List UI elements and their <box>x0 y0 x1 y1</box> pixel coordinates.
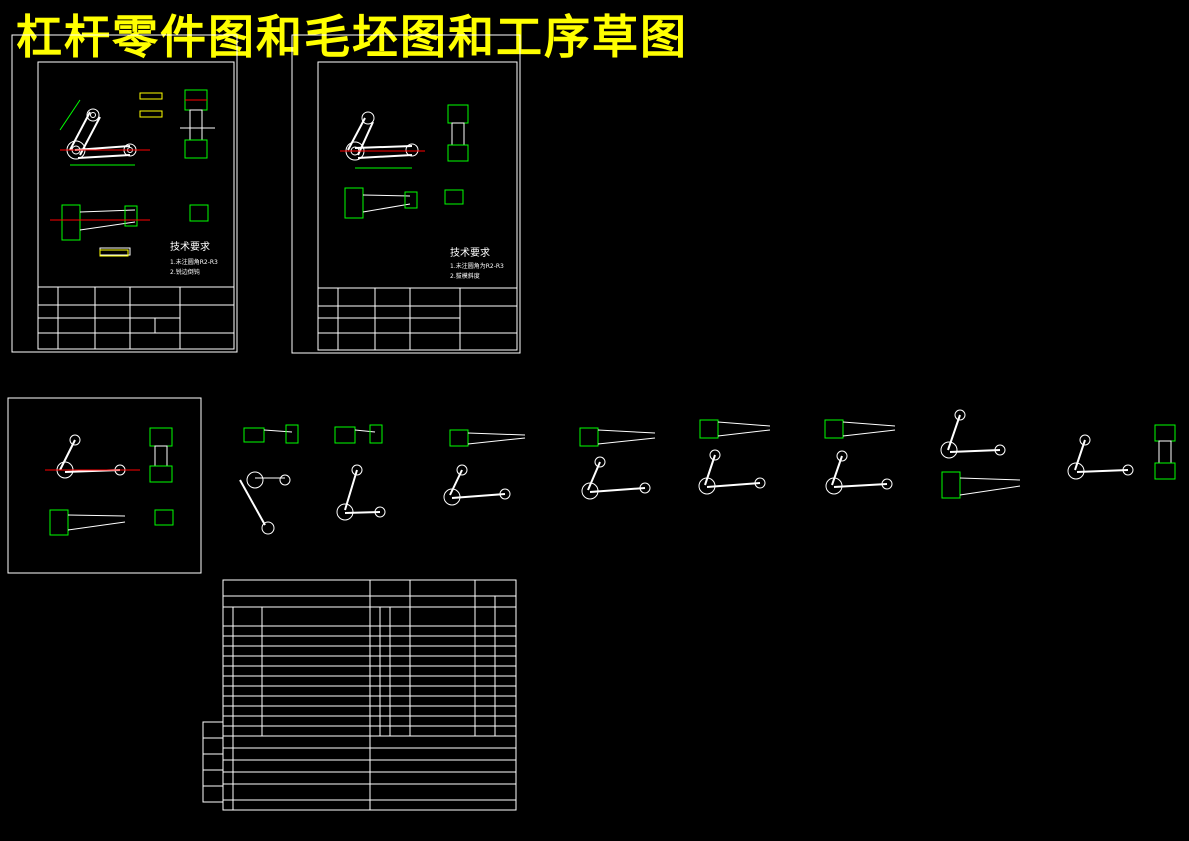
step-sketch-5 <box>698 419 771 495</box>
process-card-table <box>202 579 517 811</box>
step-sketch-2 <box>334 424 386 521</box>
lever-plan-view <box>59 99 150 166</box>
step-sketch-4 <box>579 427 656 500</box>
part-drawing-sheet <box>11 34 238 353</box>
step-sketch-8 <box>1067 424 1176 480</box>
blank-tech-item-2: 2.拔模斜度 <box>450 272 480 280</box>
step-sketch-7 <box>940 409 1021 499</box>
blank-tech-heading: 技术要求 <box>450 246 490 259</box>
part-tech-item-2: 2.锐边倒钝 <box>170 268 200 276</box>
blank-section-view <box>447 104 469 162</box>
part-tech-item-1: 1.未注圆角R2-R3 <box>170 258 218 266</box>
step-sketch-1 <box>239 424 299 535</box>
step-sketch-6 <box>824 419 896 495</box>
part-tech-heading: 技术要求 <box>170 240 210 253</box>
blank-tech-item-1: 1.未注圆角为R2-R3 <box>450 262 504 270</box>
drawing-title: 杠杆零件图和毛坯图和工序草图 <box>16 10 688 64</box>
process-sketch-frame <box>7 397 202 574</box>
part-title-block <box>37 286 235 350</box>
step-sketch-3 <box>443 429 526 506</box>
blank-title-block <box>317 287 518 351</box>
blank-plan-view <box>340 111 425 169</box>
yellow-tags <box>99 92 163 257</box>
blank-drawing-sheet <box>291 34 521 354</box>
blank-side-view <box>344 187 464 219</box>
lever-section-view <box>180 89 215 159</box>
lever-side-view <box>50 204 209 256</box>
process-step-sketches <box>239 409 1176 535</box>
